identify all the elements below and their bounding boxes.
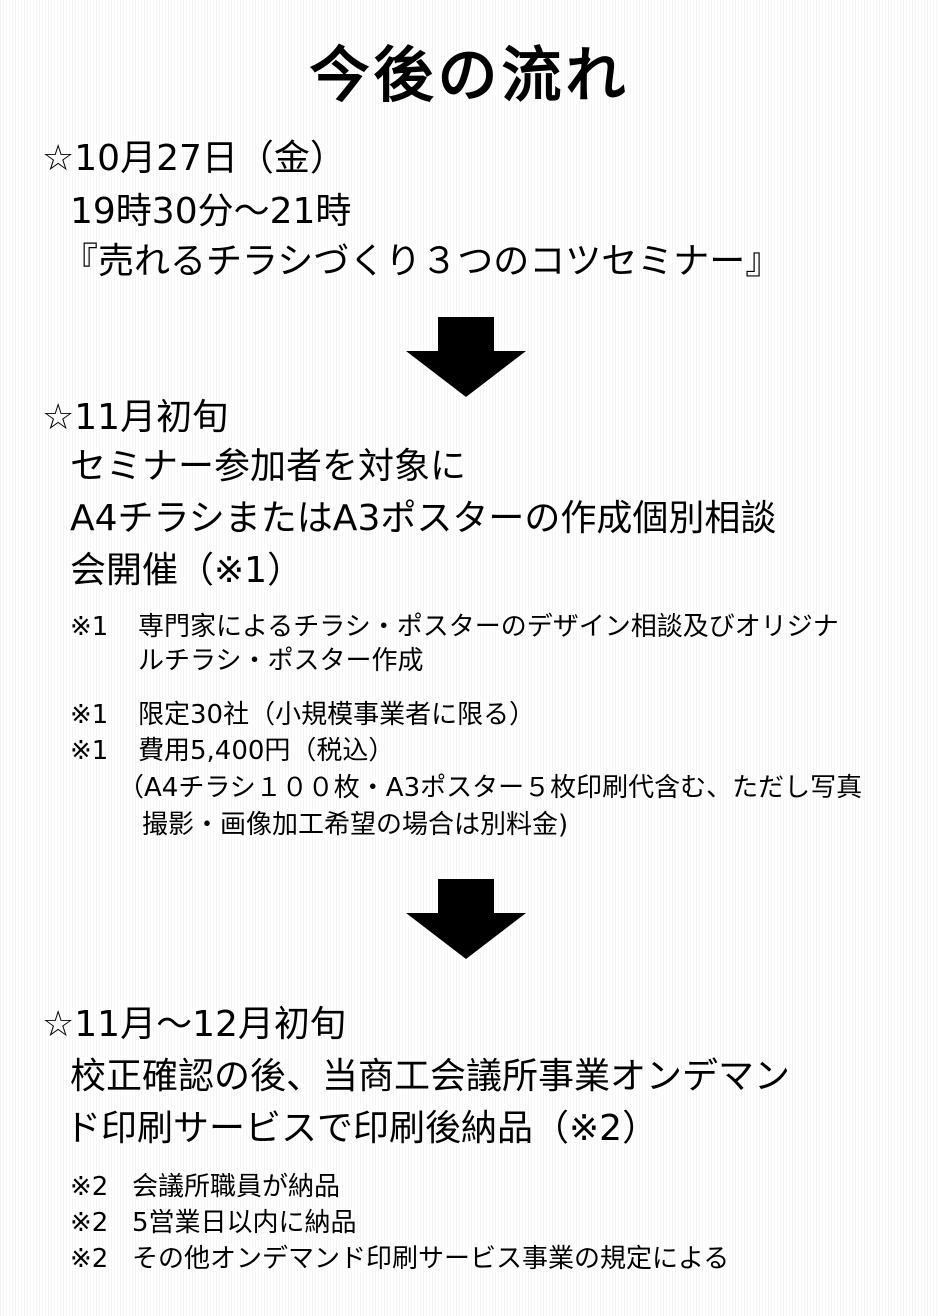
step3-line1: 校正確認の後、当商工会議所事業オンデマン — [70, 1056, 791, 1097]
step3-note-mark: ※2 — [70, 1244, 109, 1274]
step3-heading: ☆11月～12月初旬 — [42, 1004, 346, 1045]
step2-note-text: （A4チラシ１００枚・A3ポスター５枚印刷代含む、ただし写真 — [118, 773, 863, 803]
down-arrow-icon — [406, 317, 526, 397]
step2-note-text: 専門家によるチラシ・ポスターのデザイン相談及びオリジナ — [138, 612, 839, 642]
step2-note-text: ルチラシ・ポスター作成 — [138, 646, 424, 676]
step2-line2: A4チラシまたはA3ポスターの作成個別相談 — [70, 498, 777, 539]
step2-line3: 会開催（※1） — [70, 550, 304, 591]
step2-note-text: 撮影・画像加工希望の場合は別料金) — [142, 810, 569, 840]
step3-line2: ド印刷サービスで印刷後納品（※2） — [65, 1108, 659, 1149]
step3-note-text: 5営業日以内に納品 — [132, 1208, 357, 1238]
step2-line1: セミナー参加者を対象に — [70, 446, 467, 487]
page-title: 今後の流れ — [309, 41, 630, 111]
step3-note-mark: ※2 — [70, 1172, 109, 1202]
step2-heading: ☆11月初旬 — [42, 397, 229, 438]
step3-note-mark: ※2 — [70, 1208, 109, 1238]
step1-event: 『売れるチラシづくり３つのコツセミナー』 — [62, 241, 782, 282]
step2-note-mark: ※1 — [70, 700, 109, 730]
step3-note-text: 会議所職員が納品 — [132, 1172, 341, 1202]
step1-time: 19時30分～21時 — [70, 191, 352, 232]
step2-note-mark: ※1 — [70, 736, 109, 766]
step2-note-text: 限定30社（小規模事業者に限る） — [138, 700, 536, 730]
down-arrow-icon — [406, 879, 526, 959]
step1-heading: ☆10月27日（金） — [42, 138, 346, 179]
step2-note-mark: ※1 — [70, 612, 109, 642]
step2-note-text: 費用5,400円（税込） — [138, 736, 395, 766]
step3-note-text: その他オンデマンド印刷サービス事業の規定による — [132, 1244, 730, 1274]
